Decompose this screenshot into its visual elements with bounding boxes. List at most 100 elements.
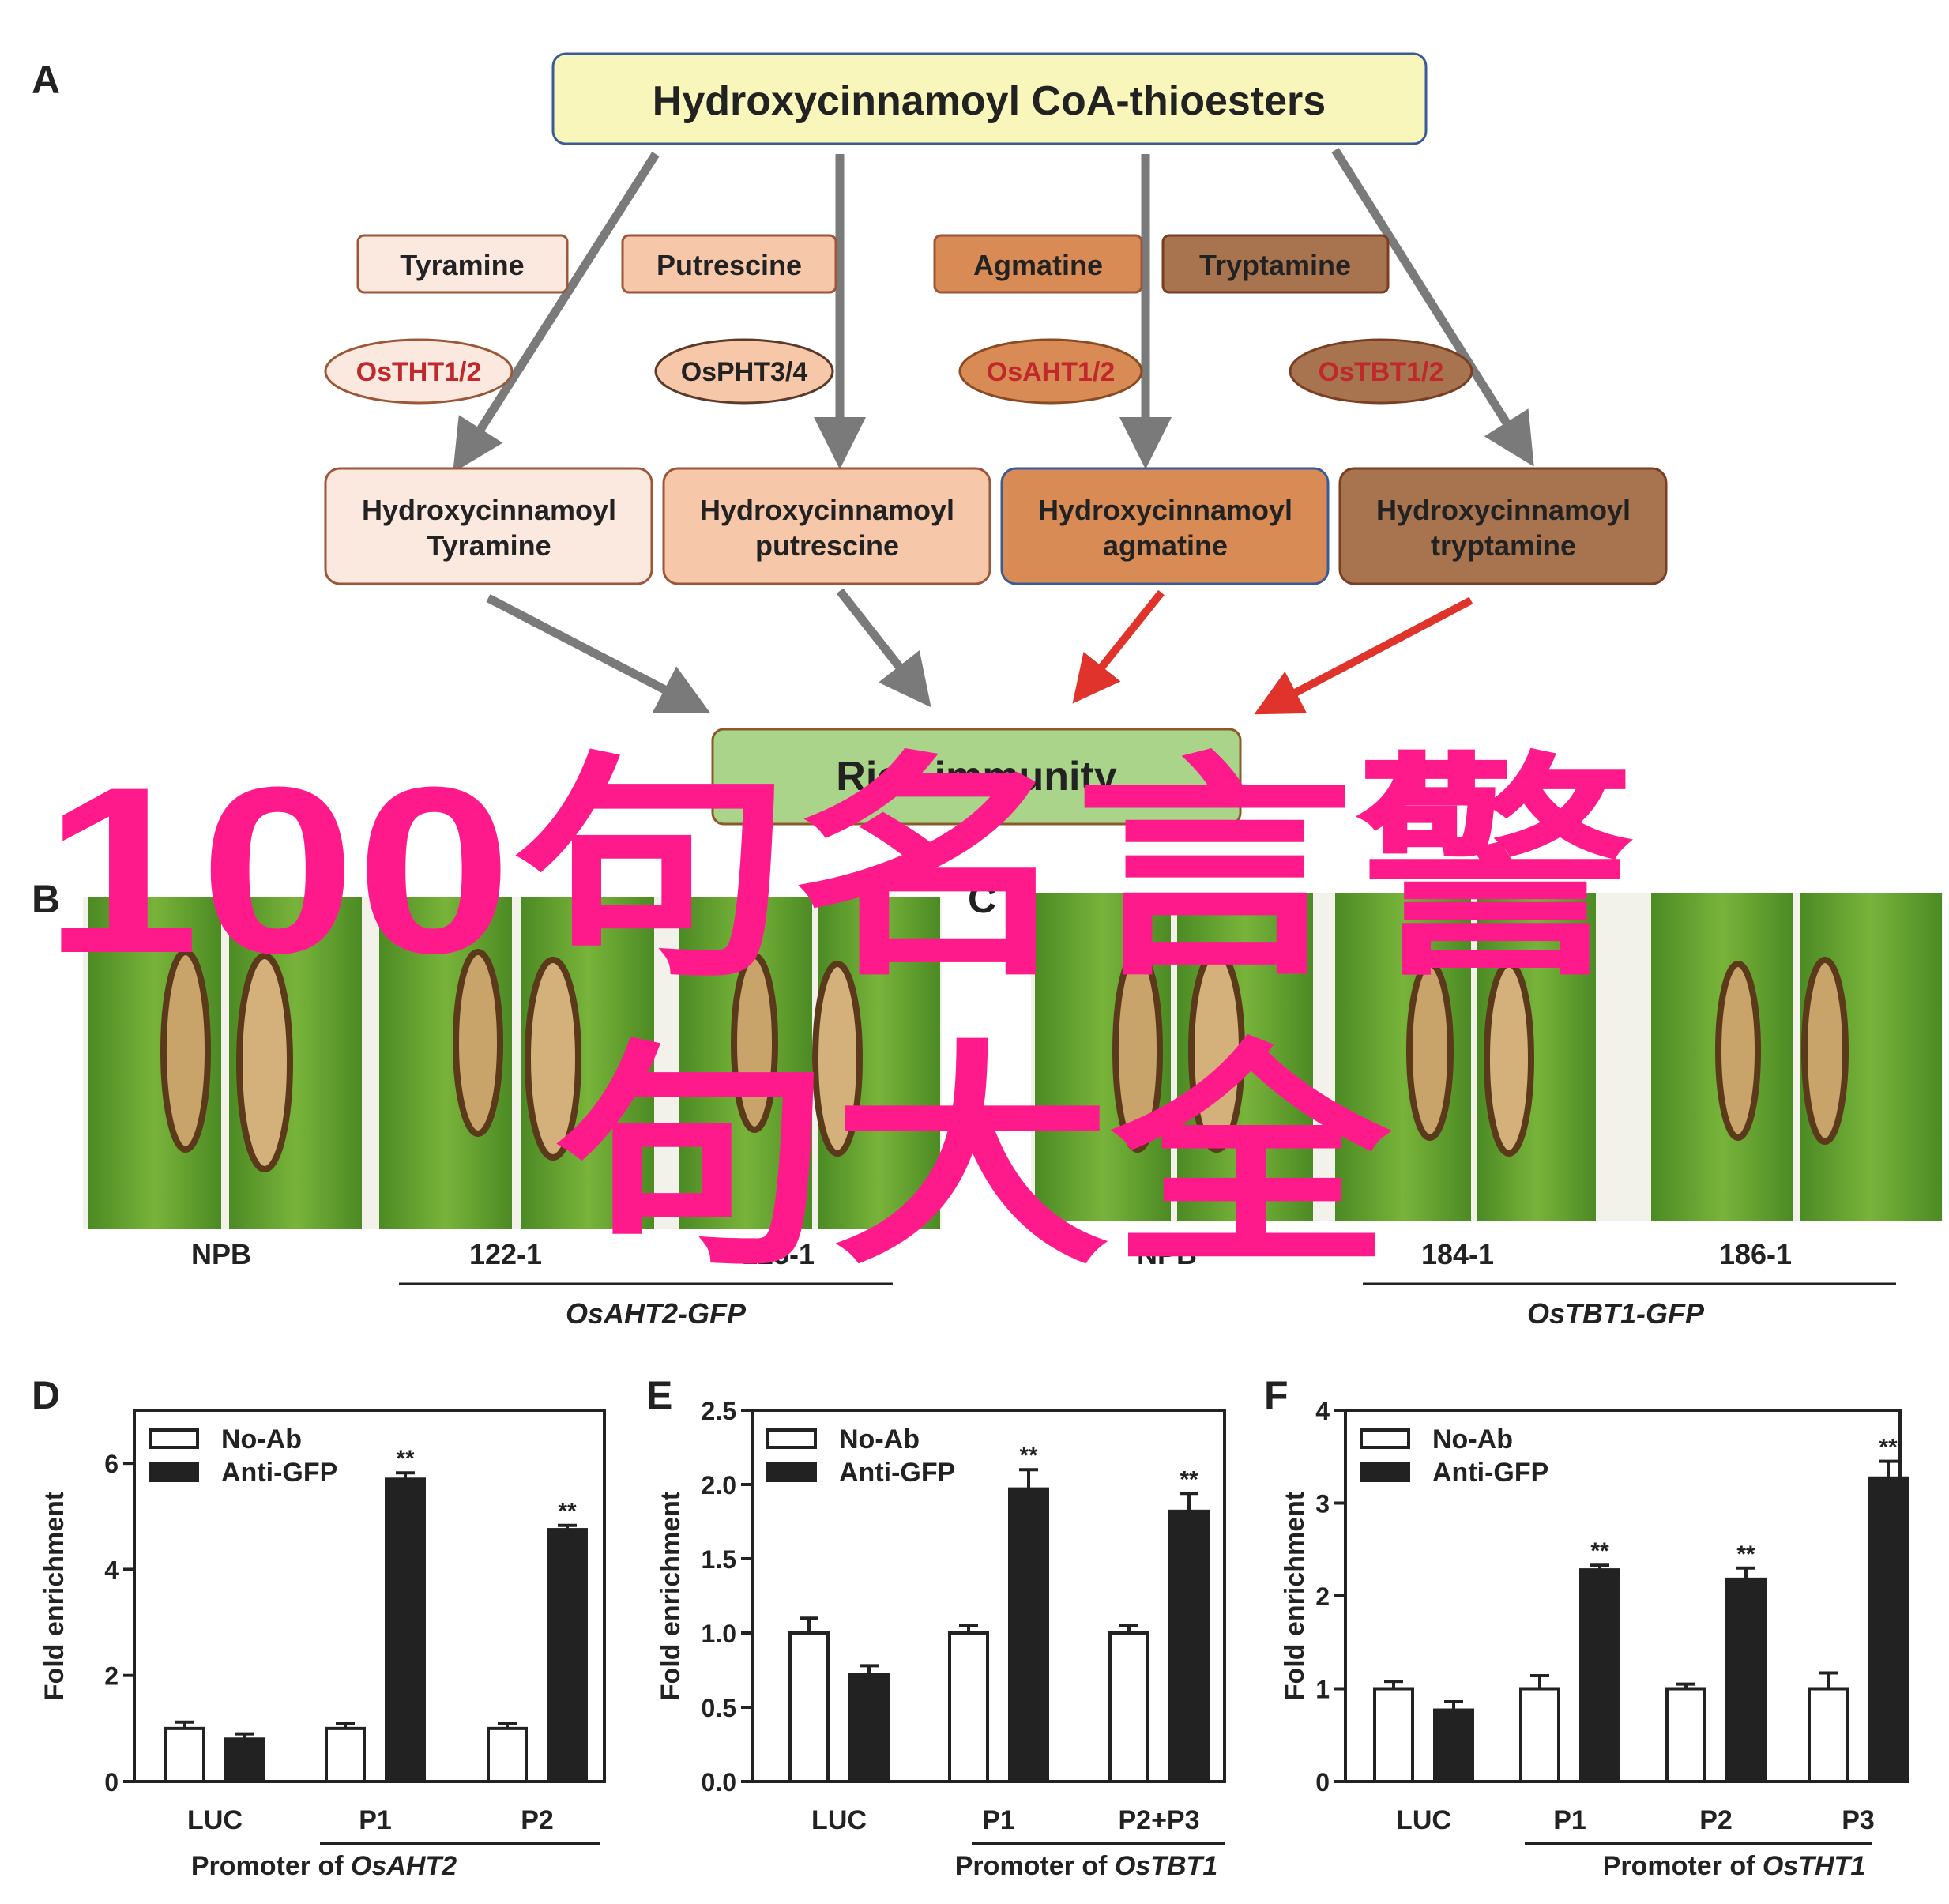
bar-no-ab <box>948 1631 989 1783</box>
arrow-putrescine-to-immunity <box>836 588 931 708</box>
arrow-tryptamine-to-immunity <box>1254 596 1473 715</box>
y-axis-label: Fold enrichment <box>656 1492 686 1700</box>
significance-label: ** <box>558 1499 577 1525</box>
x-tick-label: P1 <box>982 1805 1015 1835</box>
legend-label-anti-gfp: Anti-GFP <box>1432 1458 1548 1488</box>
y-tick-label: 0.5 <box>702 1694 736 1722</box>
leaf-photo-c <box>1031 893 1943 1221</box>
legend-swatch-no-ab <box>149 1428 199 1449</box>
top-box-label: Hydroxycinnamoyl CoA-thioesters <box>653 78 1326 124</box>
x-tick-label: P2+P3 <box>1118 1805 1199 1835</box>
enzyme-tht-label: OsTHT1/2 <box>356 357 482 387</box>
enzyme-tht-oval <box>324 338 514 405</box>
legend-swatch-anti-gfp <box>149 1462 199 1482</box>
bar-no-ab <box>1665 1687 1706 1783</box>
tryptamine-box <box>1161 234 1390 294</box>
product-putrescine-line1: Hydroxycinnamoyl <box>700 494 954 526</box>
product-tryptamine-line1: Hydroxycinnamoyl <box>1376 494 1631 526</box>
enzyme-tbt-oval <box>1289 338 1473 405</box>
product-tyramine-line1: Hydroxycinnamoyl <box>362 494 616 526</box>
x-tick-label: LUC <box>1396 1805 1451 1835</box>
bar-anti-gfp <box>547 1528 588 1783</box>
promoter-group-label: Promoter of OsTBT1 <box>955 1851 1217 1881</box>
significance-label: ** <box>1590 1538 1609 1564</box>
panel-label-e: E <box>646 1373 672 1417</box>
legend-swatch-anti-gfp <box>1360 1462 1410 1482</box>
x-tick-label: P3 <box>1842 1805 1875 1835</box>
significance-label: ** <box>1879 1435 1898 1461</box>
product-tryptamine-line2: tryptamine <box>1431 529 1576 562</box>
bar-no-ab <box>1373 1687 1414 1783</box>
legend-swatch-anti-gfp <box>766 1462 817 1482</box>
enzyme-aht-oval <box>958 338 1143 405</box>
y-tick-label: 1.5 <box>702 1545 736 1574</box>
y-tick-label: 4 <box>1315 1397 1330 1425</box>
bar-anti-gfp <box>1008 1487 1049 1783</box>
pathway-diagram: Hydroxycinnamoyl CoA-thioesters Tyramine… <box>324 52 1668 826</box>
bar-anti-gfp <box>1725 1577 1767 1783</box>
bar-no-ab <box>1519 1687 1560 1783</box>
immunity-label: Rice immunity <box>836 754 1116 800</box>
y-tick-label: 1 <box>1315 1676 1330 1704</box>
putrescine-box <box>621 234 837 294</box>
bar-anti-gfp <box>1168 1509 1210 1783</box>
bar-no-ab <box>164 1726 205 1784</box>
y-tick-label: 2 <box>1315 1582 1330 1611</box>
bar-no-ab <box>325 1726 366 1784</box>
bar-anti-gfp <box>385 1477 426 1784</box>
significance-label: ** <box>396 1446 415 1472</box>
y-tick-label: 2 <box>104 1662 119 1691</box>
bar-anti-gfp <box>1579 1568 1620 1783</box>
arrow-to-tryptamine-product <box>1331 148 1534 467</box>
y-tick-label: 0 <box>104 1768 119 1797</box>
bar-anti-gfp <box>1433 1708 1474 1783</box>
panel-label-a: A <box>32 58 60 102</box>
x-tick-label: P1 <box>1553 1805 1586 1835</box>
lesion <box>1484 961 1534 1157</box>
legend-label-anti-gfp: Anti-GFP <box>839 1458 955 1488</box>
watermark-line-2: 句大全 <box>553 1025 1395 1291</box>
b-group-label: OsAHT2-GFP <box>566 1297 747 1330</box>
y-tick-label: 0.0 <box>702 1768 736 1797</box>
x-tick-label: P1 <box>359 1805 392 1835</box>
plot-frame <box>133 1409 606 1783</box>
b-label-npb: NPB <box>191 1238 251 1270</box>
lesion <box>731 953 778 1133</box>
bar-anti-gfp <box>848 1673 890 1783</box>
legend-label-anti-gfp: Anti-GFP <box>221 1458 337 1488</box>
lesion <box>1112 949 1163 1153</box>
panel-label-b: B <box>32 877 60 921</box>
c-group-label: OsTBT1-GFP <box>1527 1297 1705 1330</box>
y-tick-label: 1.0 <box>702 1620 736 1648</box>
y-tick-label: 0 <box>1315 1768 1330 1797</box>
legend-swatch-no-ab <box>1360 1428 1410 1449</box>
product-agmatine-line1: Hydroxycinnamoyl <box>1038 494 1292 526</box>
x-tick-label: LUC <box>811 1805 867 1835</box>
y-axis-label: Fold enrichment <box>1280 1492 1310 1700</box>
tyramine-box <box>356 234 569 294</box>
bar-no-ab <box>487 1726 528 1784</box>
tryptamine-label: Tryptamine <box>1199 249 1351 281</box>
product-tyramine-box <box>324 467 653 585</box>
watermark: 100句名言警 句大全 <box>43 737 1635 1291</box>
legend-label-no-ab: No-Ab <box>221 1424 302 1454</box>
b-label-125: 125-1 <box>742 1238 815 1270</box>
y-tick-label: 6 <box>104 1450 119 1478</box>
product-putrescine-line2: putrescine <box>755 529 899 562</box>
lesion <box>525 957 581 1161</box>
bar-no-ab <box>1808 1687 1849 1783</box>
tyramine-label: Tyramine <box>400 249 524 281</box>
enzyme-pht-oval <box>654 338 834 405</box>
enzyme-tbt-label: OsTBT1/2 <box>1319 357 1444 387</box>
c-label-186: 186-1 <box>1719 1238 1792 1270</box>
immunity-box <box>711 728 1242 826</box>
agmatine-label: Agmatine <box>973 249 1103 281</box>
top-box <box>551 52 1428 145</box>
lesion <box>1406 961 1454 1141</box>
bar-no-ab <box>1108 1631 1149 1783</box>
bar-no-ab <box>788 1631 830 1783</box>
legend-label-no-ab: No-Ab <box>1432 1424 1513 1454</box>
